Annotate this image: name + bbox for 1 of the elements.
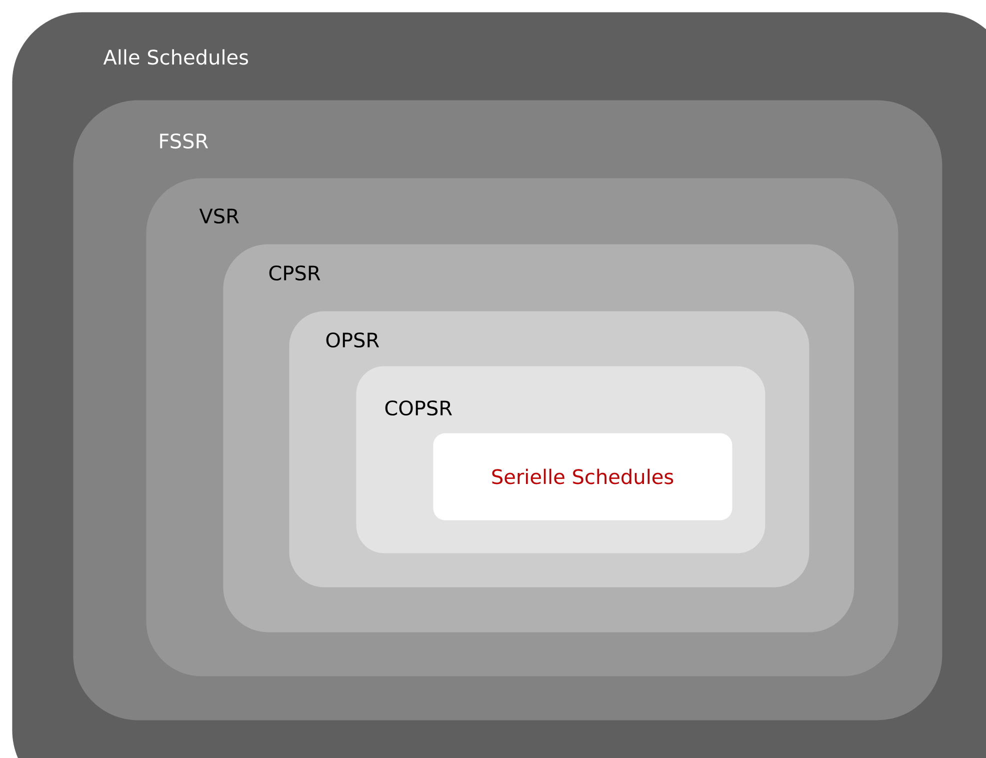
set-box: Serielle Schedules (433, 433, 732, 520)
